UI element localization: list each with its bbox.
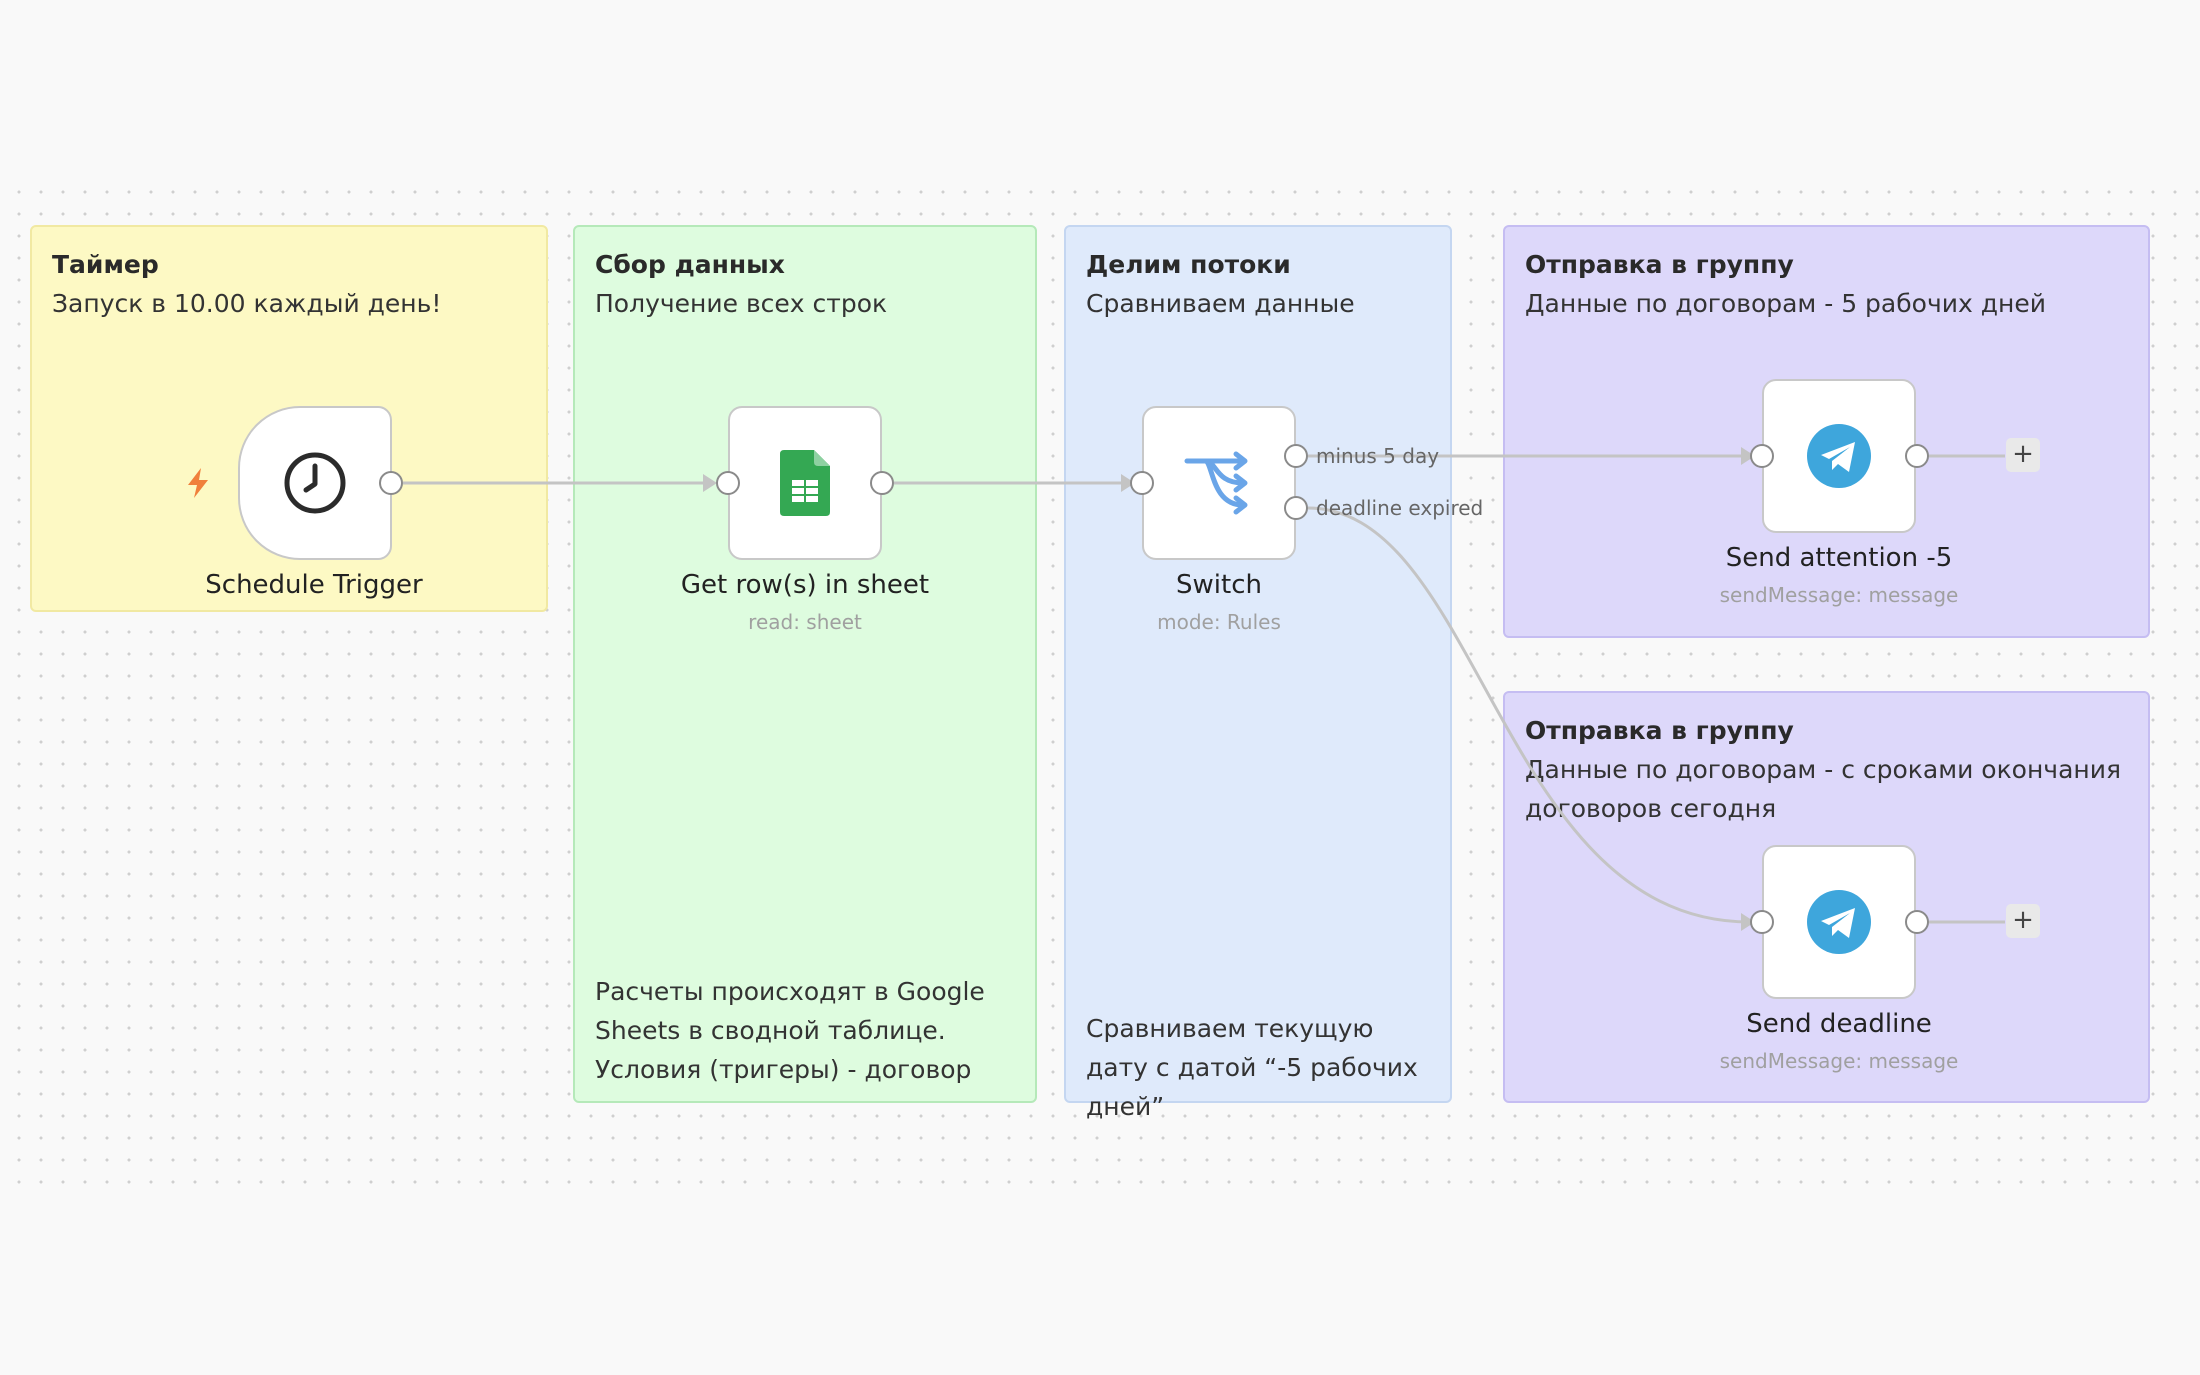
trigger-bolt-icon (188, 468, 208, 498)
arrowhead (1741, 913, 1755, 931)
arrowhead (1121, 474, 1135, 492)
telegram-icon (1807, 890, 1871, 954)
clock-icon (284, 452, 346, 514)
sticky-note-text: Расчеты происходят в Google Sheets в сво… (595, 977, 985, 1084)
input-handle[interactable] (716, 471, 740, 495)
output-handle-minus-5-day[interactable] (1284, 444, 1308, 468)
node-label: Get row(s) in sheet (680, 570, 930, 600)
arrowhead (1741, 447, 1755, 465)
sticky-title: Отправка в группу (1525, 716, 1794, 745)
sticky-subtitle: Данные по договорам - с сроками окончани… (1525, 755, 2122, 823)
output-handle-deadline-expired[interactable] (1284, 496, 1308, 520)
output-handle[interactable] (1905, 910, 1929, 934)
node-label: Schedule Trigger (205, 570, 423, 600)
switch-node[interactable] (1142, 406, 1296, 560)
output-label: deadline expired (1316, 496, 1484, 520)
sticky-title: Делим потоки (1086, 250, 1291, 279)
node-label: Send deadline (1746, 1009, 1932, 1039)
input-handle[interactable] (1750, 444, 1774, 468)
sticky-subtitle: Запуск в 10.00 каждый день! (52, 289, 442, 318)
google-sheets-icon (780, 450, 830, 516)
connection-switch-to-deadline[interactable] (1307, 506, 1751, 924)
add-node-button[interactable]: + (2006, 904, 2040, 938)
sticky-note-text: Сравниваем текущую дату с датой “-5 рабо… (1086, 1014, 1418, 1121)
sticky-subtitle: Получение всех строк (595, 289, 888, 318)
send-attention-node[interactable] (1762, 379, 1916, 533)
add-node-button[interactable]: + (2006, 438, 2040, 472)
switch-branches-icon (1184, 451, 1248, 515)
send-deadline-node[interactable] (1762, 845, 1916, 999)
output-label: minus 5 day (1316, 444, 1440, 468)
input-handle[interactable] (1750, 910, 1774, 934)
sticky-title: Сбор данных (595, 250, 785, 279)
output-handle[interactable] (1905, 444, 1929, 468)
node-subtitle: sendMessage: message (1719, 583, 1959, 607)
node-label: Send attention -5 (1725, 543, 1953, 573)
arrowhead (703, 474, 717, 492)
output-handle[interactable] (870, 471, 894, 495)
node-subtitle: sendMessage: message (1719, 1049, 1959, 1073)
schedule-trigger-node[interactable] (238, 406, 392, 560)
get-rows-in-sheet-node[interactable] (728, 406, 882, 560)
sticky-title: Отправка в группу (1525, 250, 1794, 279)
output-handle[interactable] (379, 471, 403, 495)
sticky-subtitle: Данные по договорам - 5 рабочих дней (1525, 289, 2046, 318)
input-handle[interactable] (1130, 471, 1154, 495)
node-label: Switch (1176, 570, 1262, 600)
sticky-subtitle: Сравниваем данные (1086, 289, 1355, 318)
node-subtitle: read: sheet (748, 610, 862, 634)
sticky-title: Таймер (52, 250, 159, 279)
node-subtitle: mode: Rules (1157, 610, 1281, 634)
sticky-note-split-flows[interactable]: Делим потоки Сравниваем данные Сравнивае… (1064, 225, 1452, 1121)
sticky-note-data-collection[interactable]: Сбор данных Получение всех строк Расчеты… (573, 225, 1037, 1103)
telegram-icon (1807, 424, 1871, 488)
